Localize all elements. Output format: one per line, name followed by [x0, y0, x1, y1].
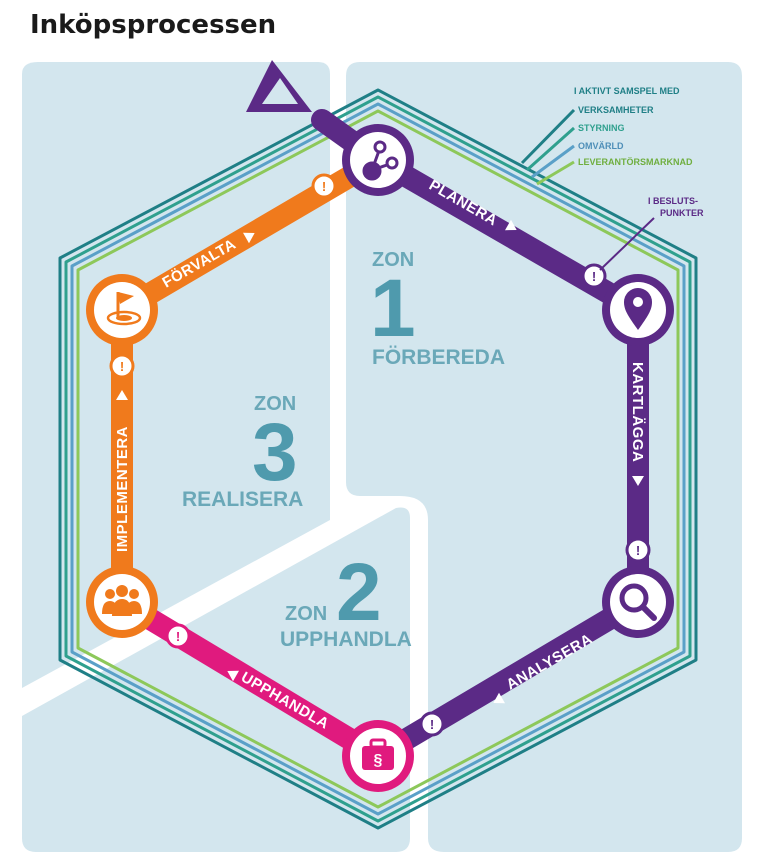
legend-item: VERKSAMHETER	[578, 105, 654, 115]
decision-legend-line1: I BESLUTS-	[648, 196, 698, 206]
people-group-icon	[102, 585, 142, 616]
context-lines	[58, 88, 698, 830]
zone-2-label: ZON 2 UPPHANDLA	[280, 547, 412, 651]
briefcase-paragraph-icon: §	[362, 738, 394, 770]
decision-point-icon: !	[581, 263, 607, 289]
svg-text:UPPHANDLA: UPPHANDLA	[280, 628, 412, 651]
step-node-kartlagga	[602, 274, 674, 346]
step-node-upphandla: §	[342, 720, 414, 792]
svg-text:!: !	[636, 543, 640, 558]
flag-target-icon	[106, 292, 142, 326]
legend-item: OMVÄRLD	[578, 141, 624, 151]
magnifier-icon	[619, 583, 657, 621]
svg-text:§: §	[374, 752, 383, 769]
svg-text:REALISERA: REALISERA	[182, 488, 303, 511]
page-title: Inköpsprocessen	[30, 10, 277, 40]
decision-point-icon: !	[109, 353, 135, 379]
legend-item: LEVERANTÖRSMARKNAD	[578, 157, 693, 167]
svg-text:3: 3	[252, 407, 298, 498]
map-pin-icon	[624, 288, 652, 330]
decision-point-icon: !	[625, 537, 651, 563]
legend-header: I AKTIVT SAMSPEL MED	[574, 86, 680, 96]
svg-text:!: !	[592, 269, 596, 284]
step-node-analysera	[602, 566, 674, 638]
zone-1-label: ZON 1 FÖRBEREDA	[370, 249, 505, 369]
svg-text:!: !	[120, 359, 124, 374]
step-node-implementera	[86, 566, 158, 638]
legend: I AKTIVT SAMSPEL MED VERKSAMHETER STYRNI…	[574, 86, 704, 271]
background-panels	[22, 62, 742, 852]
start-arrow-icon	[246, 60, 312, 112]
svg-text:FÖRBEREDA: FÖRBEREDA	[372, 346, 505, 369]
step-node-forvalta	[86, 274, 158, 346]
decision-point-icon: !	[419, 711, 445, 737]
decision-markers: ! ! ! ! ! !	[109, 173, 651, 737]
decision-point-icon: !	[311, 173, 337, 199]
svg-text:!: !	[430, 717, 434, 732]
network-share-icon	[362, 140, 399, 181]
decision-point-icon: !	[165, 623, 191, 649]
svg-text:2: 2	[336, 547, 382, 638]
svg-text:!: !	[176, 629, 180, 644]
step-node-planera	[342, 124, 414, 196]
svg-text:ZON: ZON	[285, 603, 327, 625]
step-label-kartlagga: KARTLÄGGA	[629, 362, 646, 462]
zone-3-label: ZON 3 REALISERA	[182, 393, 303, 511]
step-label-implementera: IMPLEMENTERA	[114, 426, 131, 552]
legend-item: STYRNING	[578, 123, 625, 133]
svg-text:!: !	[322, 179, 326, 194]
svg-text:ZON: ZON	[372, 249, 414, 271]
svg-text:1: 1	[370, 263, 416, 354]
decision-legend-line2: PUNKTER	[660, 208, 704, 218]
svg-text:ZON: ZON	[254, 393, 296, 415]
